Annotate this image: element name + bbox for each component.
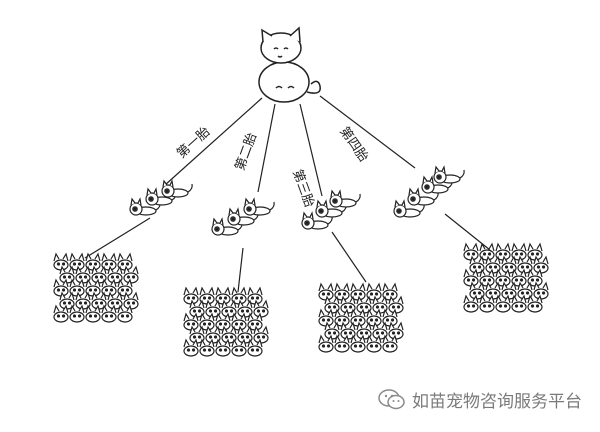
- sub-line-1: [84, 217, 151, 259]
- kitten-icon: [101, 305, 117, 323]
- litter-group-2: [211, 198, 275, 236]
- kitten-icon: [388, 322, 404, 340]
- kitten-pile-3: [318, 283, 404, 353]
- kitten-icon: [53, 305, 69, 323]
- kitten-icon: [318, 283, 334, 301]
- kitten-icon: [388, 296, 404, 314]
- kitten-icon: [123, 266, 139, 284]
- kitten-icon: [253, 300, 269, 318]
- kitten-icon: [199, 339, 215, 357]
- kitten-pile-4: [463, 243, 549, 313]
- kitten-pile-2: [183, 287, 269, 357]
- sub-line-3: [331, 231, 367, 283]
- kitten-icon: [215, 339, 231, 357]
- kitten-icon: [69, 305, 85, 323]
- kitten-icon: [533, 256, 549, 274]
- branch-line-1: [164, 97, 263, 186]
- kitten-icon: [117, 305, 133, 323]
- kitten-icon: [183, 339, 199, 357]
- litter-group-1: [129, 180, 193, 216]
- kitten-icon: [231, 339, 247, 357]
- kitten-icon: [463, 269, 479, 287]
- kitten-icon: [463, 243, 479, 261]
- kitten-icon: [53, 253, 69, 271]
- sub-line-2: [237, 247, 244, 293]
- kitten-icon: [247, 339, 263, 357]
- kitten-icon: [123, 292, 139, 310]
- branch-lines: [84, 95, 491, 293]
- watermark: 如苗宠物咨询服务平台: [378, 387, 582, 412]
- kitten-icon: [350, 335, 366, 353]
- branch-line-3: [299, 103, 323, 197]
- kitten-icon: [495, 295, 511, 313]
- kitten-icon: [53, 279, 69, 297]
- kitten-icon: [511, 295, 527, 313]
- branch-line-4: [319, 95, 416, 169]
- sub-line-4: [444, 213, 491, 251]
- kitten-icon: [183, 287, 199, 305]
- kitten-icon: [183, 313, 199, 331]
- kitten-icon: [85, 305, 101, 323]
- kitten-icon: [318, 309, 334, 327]
- kitten-icon: [533, 282, 549, 300]
- watermark-text: 如苗宠物咨询服务平台: [412, 392, 582, 412]
- kitten-icon: [318, 335, 334, 353]
- kitten-icon: [253, 326, 269, 344]
- kitten-icon: [366, 335, 382, 353]
- wechat-icon: [378, 388, 405, 409]
- litter-group-4: [393, 166, 465, 218]
- branch-line-2: [257, 103, 276, 193]
- kitten-icon: [382, 335, 398, 353]
- kitten-icon: [527, 295, 543, 313]
- mother-cat: [258, 26, 321, 103]
- kitten-icon: [479, 295, 495, 313]
- kitten-pile-1: [53, 253, 139, 323]
- kitten-icon: [463, 295, 479, 313]
- kitten-icon: [334, 335, 350, 353]
